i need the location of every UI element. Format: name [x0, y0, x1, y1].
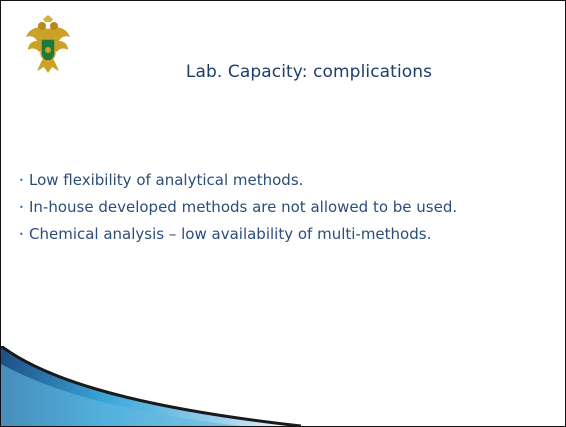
- bullet-item: • Low flexibility of analytical methods.: [19, 173, 519, 188]
- bullet-icon: •: [19, 203, 24, 212]
- coat-of-arms-icon: [26, 15, 70, 73]
- decorative-swoosh: [1, 346, 301, 426]
- slide-title: Lab. Capacity: complications: [185, 62, 433, 82]
- bullet-list: •Low flexibility of analytical methods. …: [19, 173, 519, 254]
- bullet-icon: •: [19, 176, 24, 185]
- bullet-item: • In-house developed methods are not allo…: [19, 200, 519, 215]
- bullet-text: Low flexibility of analytical methods.: [29, 171, 304, 189]
- bullet-item: • Chemical analysis – low availability of…: [19, 227, 519, 242]
- bullet-text: In-house developed methods are not allow…: [29, 198, 458, 216]
- bullet-icon: •: [19, 230, 24, 239]
- bullet-text: Chemical analysis – low availability of …: [29, 225, 432, 243]
